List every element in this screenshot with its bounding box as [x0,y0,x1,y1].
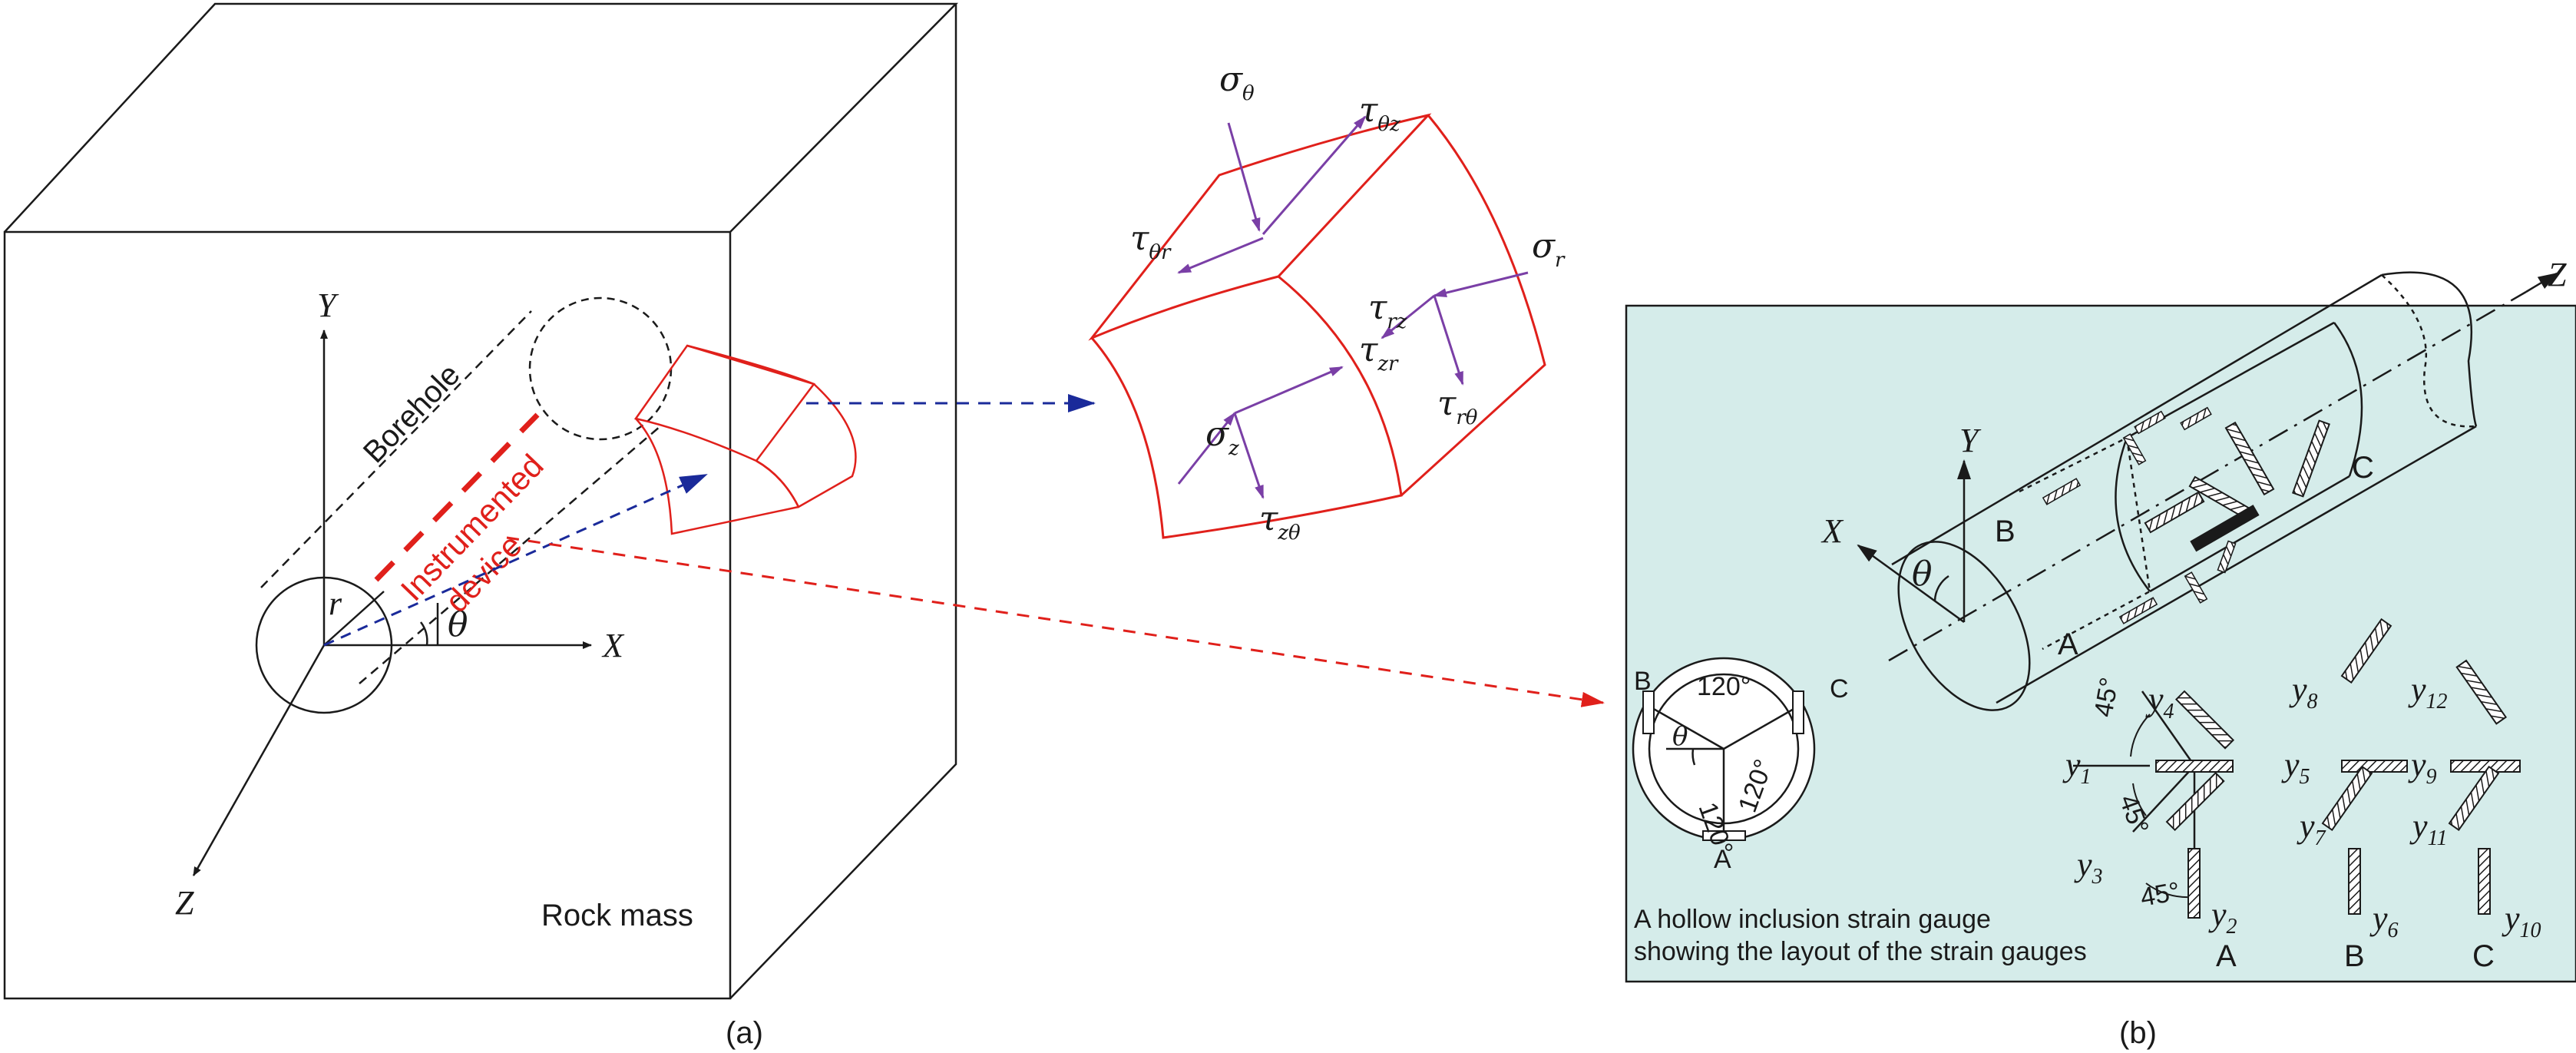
tau-theta-r-label: τθr [1130,219,1172,264]
rock-mass-label: Rock mass [541,899,693,932]
cyl-label-c: C [2352,451,2374,485]
panel-b-theta-label: θ [1912,555,1933,594]
sigma-theta-label: σθ [1219,60,1255,105]
radius-line [323,591,385,646]
sigma-r-label: σr [1532,227,1566,272]
tau-r-theta-label: τrθ [1437,384,1478,429]
borehole-far-end [528,296,673,441]
angle-45-c: 45° [2138,877,2182,912]
ring-label-c: C [1830,674,1849,704]
blue-arrow-to-element [323,473,708,647]
panel-b-x-label: X [1820,512,1844,550]
theta-arc [419,621,428,646]
small-element [633,344,857,535]
rosette-c-label: C [2472,939,2495,973]
b-theta-arc [1933,575,1949,601]
ring-label-b: B [1634,667,1652,696]
cube-top-face [4,2,958,233]
panel-b-axes [1857,459,1971,624]
tau-zr-label: τzr [1359,330,1399,376]
angle-45-a: 45° [2088,675,2124,719]
gauge-y8: y8 [2289,671,2318,714]
red-arrow-to-gauge [506,536,1605,707]
ring-label-a: A [1714,845,1731,874]
ring-theta-label: θ [1672,721,1688,752]
rosette-b [2321,618,2408,915]
hi-cell-cylinder [1888,271,2558,711]
cube-front-face [3,230,732,1000]
cross-section [1632,657,1816,841]
cyl-label-b: B [1995,515,2015,548]
tau-rz-label: τrz [1368,288,1407,333]
panel-a-x-label: X [601,627,625,664]
tau-theta-z-label: τθz [1359,91,1400,136]
rosette-c [2448,659,2521,915]
cyl-label-a: A [2058,627,2078,661]
b-x-axis [1857,544,1965,624]
sigma-z-label: σz [1205,415,1239,460]
panel-b-z-label: Z [2548,256,2567,293]
description-line-2: showing the layout of the strain gauges [1634,937,2087,966]
caption-b: (b) [2119,1016,2157,1050]
cylinder-gauges [2042,406,2330,624]
radius-label: r [329,584,342,622]
borehole-label: Borehole [357,358,467,470]
stress-arrows [1177,115,1529,499]
panel-a-theta-label: θ [448,605,468,644]
caption-a: (a) [726,1016,763,1050]
description-line-1: A hollow inclusion strain gauge [1634,905,1991,934]
panel-a-y-label: Y [317,286,339,324]
panel-a-z-label: Z [175,884,194,922]
angle-120-top: 120° [1697,672,1751,701]
cylinder-near-end [1897,541,2031,711]
cube-right-face [729,4,957,999]
rosette-b-label: B [2344,939,2365,973]
rosette-a [2073,690,2235,919]
z-axis [192,644,326,876]
rock-mass-cube [3,2,958,1000]
panel-b-y-label: Y [1959,422,1982,459]
gauge-y6: y6 [2369,899,2399,942]
panel-b-background [1625,304,2576,983]
panel-a-axes [192,329,592,876]
stress-element [1088,113,1546,539]
tau-z-theta-label: τzθ [1259,499,1301,545]
rosette-a-label: A [2216,939,2237,973]
